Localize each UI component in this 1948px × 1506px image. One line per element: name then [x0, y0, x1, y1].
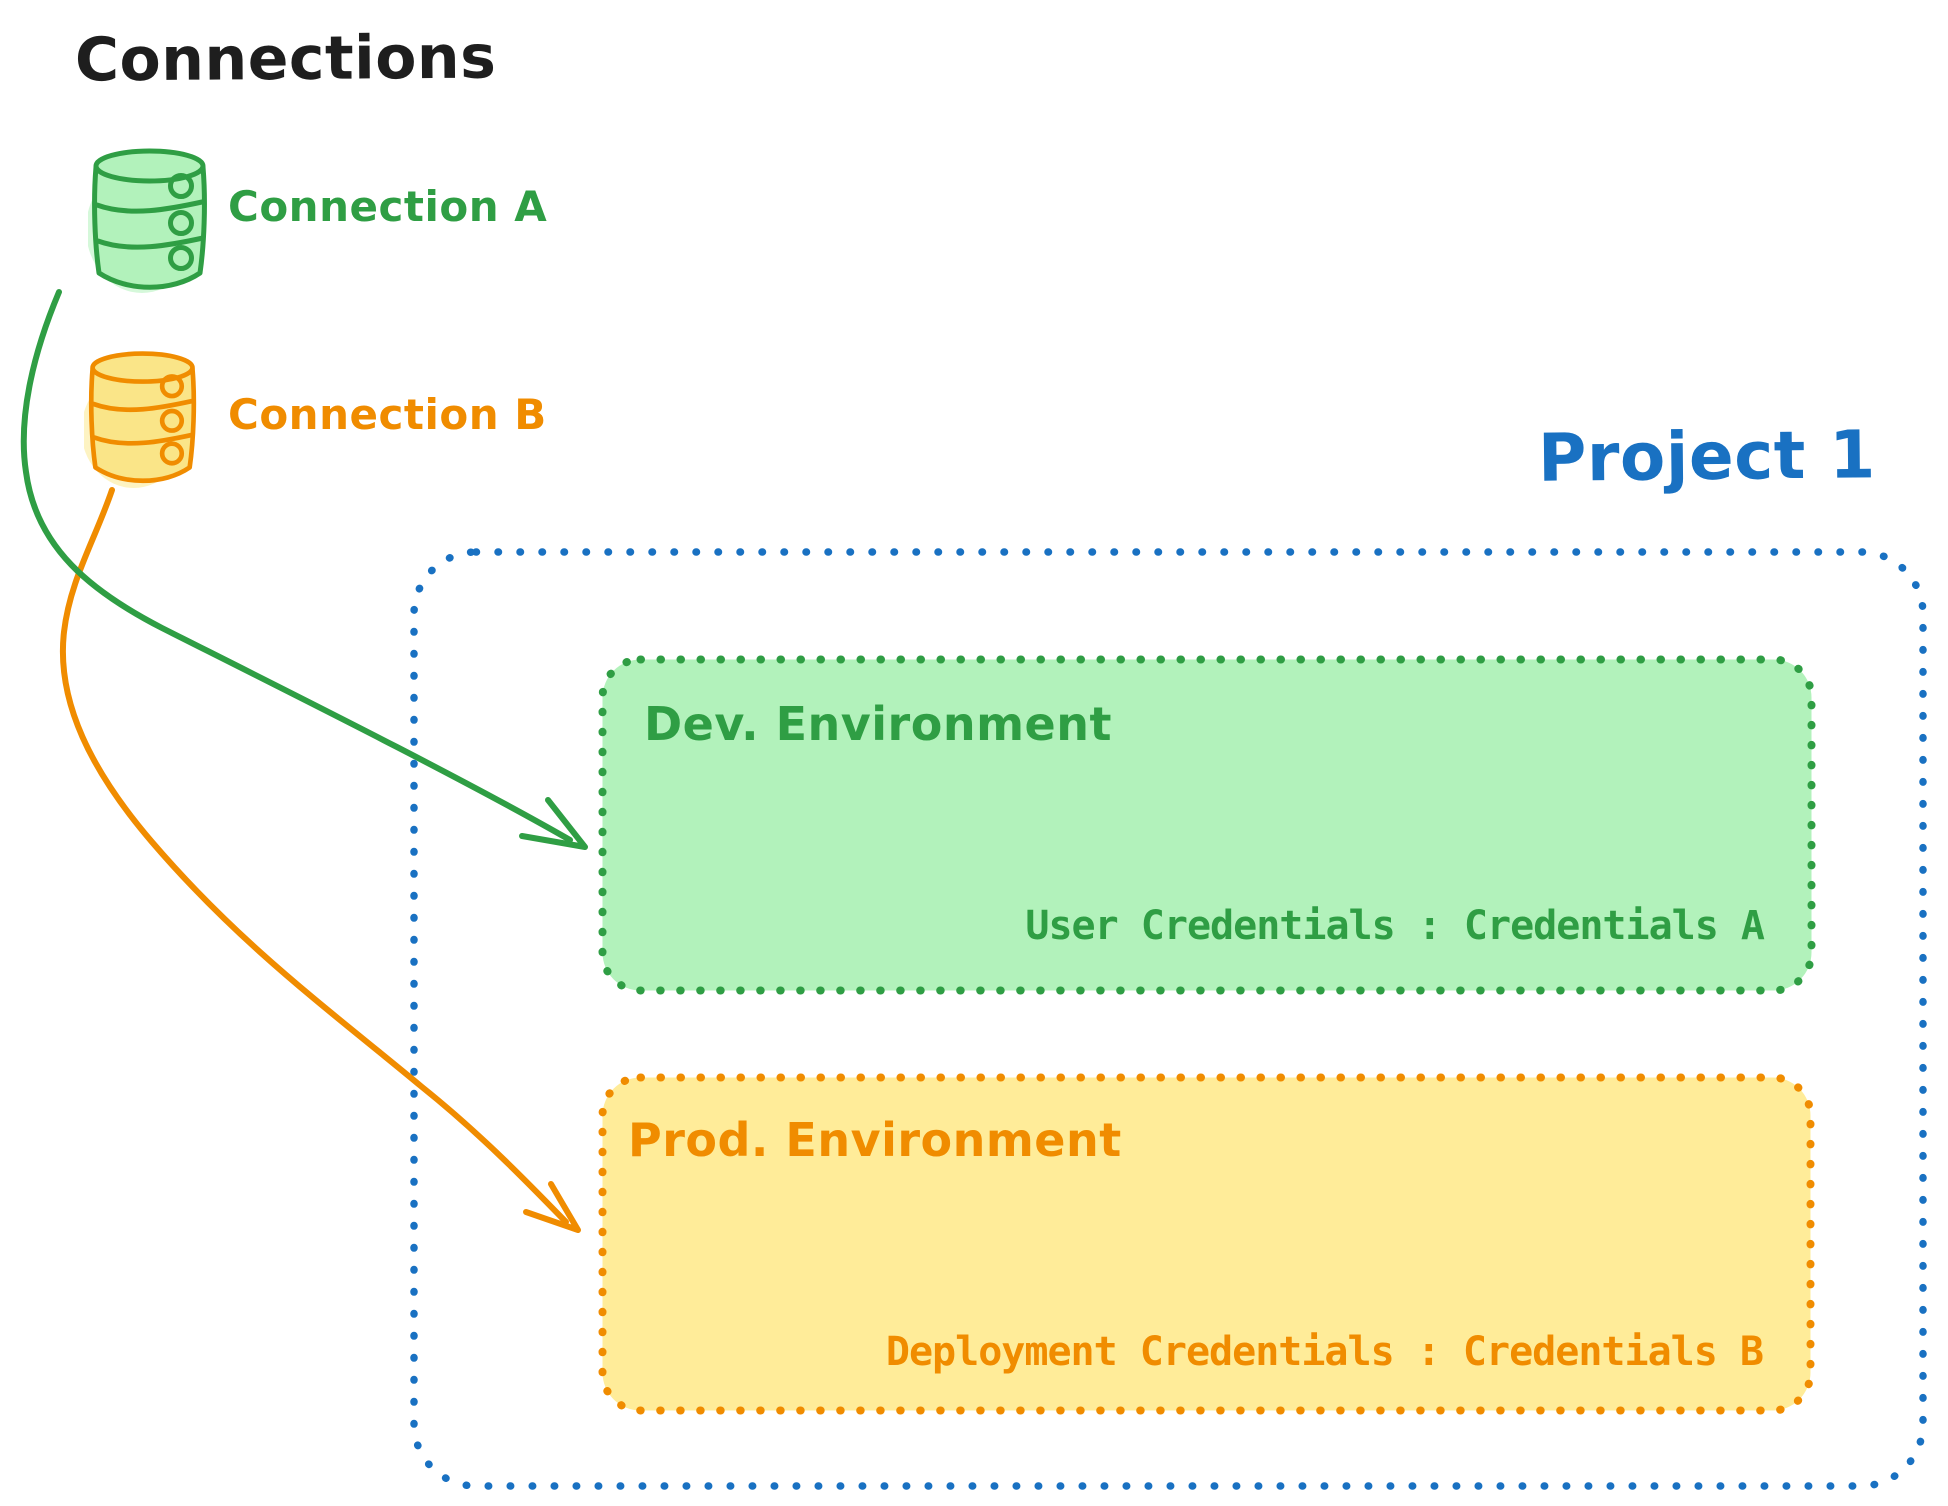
prod-environment-title: Prod. Environment [628, 1113, 1122, 1167]
connection-b-label: Connection B [228, 390, 547, 439]
diagram-title: Connections [74, 22, 497, 96]
database-icon [84, 351, 197, 488]
prod-environment-box: Prod. Environment Deployment Credentials… [598, 1073, 1815, 1415]
database-icon [88, 148, 207, 293]
project-box-border [410, 548, 1927, 1490]
dev-environment-border [598, 655, 1816, 995]
dev-environment-title: Dev. Environment [644, 697, 1112, 751]
project-title: Project 1 [1537, 416, 1877, 497]
dev-environment-credentials: User Credentials : Credentials A [1025, 903, 1765, 949]
project-box [410, 548, 1927, 1490]
prod-environment-border [598, 1073, 1815, 1415]
prod-environment-credentials: Deployment Credentials : Credentials B [885, 1329, 1764, 1375]
dev-environment-box: Dev. Environment User Credentials : Cred… [598, 655, 1816, 995]
connection-a-label: Connection A [228, 182, 548, 231]
